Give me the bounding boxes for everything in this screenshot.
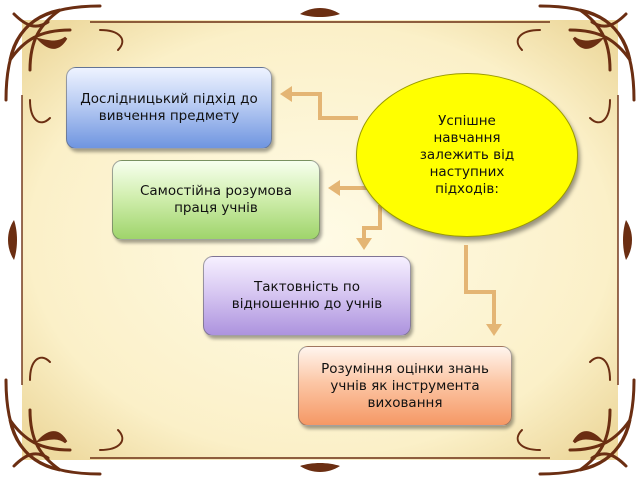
box-assessment-understanding: Розуміння оцінки знань учнів як інструме… bbox=[298, 346, 512, 426]
arrow-to-box-3 bbox=[362, 205, 382, 242]
corner-ornament-bottom-right bbox=[516, 356, 636, 476]
center-circle: Успішне навчання залежить від наступних … bbox=[356, 73, 578, 237]
corner-ornament-top-left bbox=[4, 4, 124, 124]
ornament-left-center bbox=[8, 220, 17, 260]
box-independent-work: Самостійна розумова праця учнів bbox=[112, 160, 320, 240]
ornament-right-center bbox=[623, 220, 632, 260]
arrowhead-2 bbox=[328, 180, 340, 196]
box-independent-work-text: Самостійна розумова праця учнів bbox=[139, 183, 292, 216]
center-circle-text: Успішне навчання залежить від наступних … bbox=[419, 112, 515, 197]
arrow-to-box-1 bbox=[288, 92, 358, 120]
box-research-approach: Дослідницький підхід до вивчення предмет… bbox=[66, 67, 272, 149]
arrowhead-1 bbox=[280, 86, 292, 102]
ornament-top-center bbox=[300, 8, 340, 17]
corner-ornament-bottom-left bbox=[4, 356, 124, 476]
box-research-approach-text: Дослідницький підхід до вивчення предмет… bbox=[80, 91, 258, 124]
ornament-bottom-center bbox=[300, 463, 340, 472]
box-assessment-understanding-text: Розуміння оцінки знань учнів як інструме… bbox=[321, 360, 489, 411]
arrowhead-4 bbox=[486, 324, 502, 336]
arrowhead-3 bbox=[356, 238, 372, 250]
corner-ornament-top-right bbox=[516, 4, 636, 124]
box-tactfulness: Тактовність по відношенню до учнів bbox=[203, 256, 411, 336]
arrow-to-box-4 bbox=[464, 245, 496, 328]
box-tactfulness-text: Тактовність по відношенню до учнів bbox=[231, 279, 383, 312]
